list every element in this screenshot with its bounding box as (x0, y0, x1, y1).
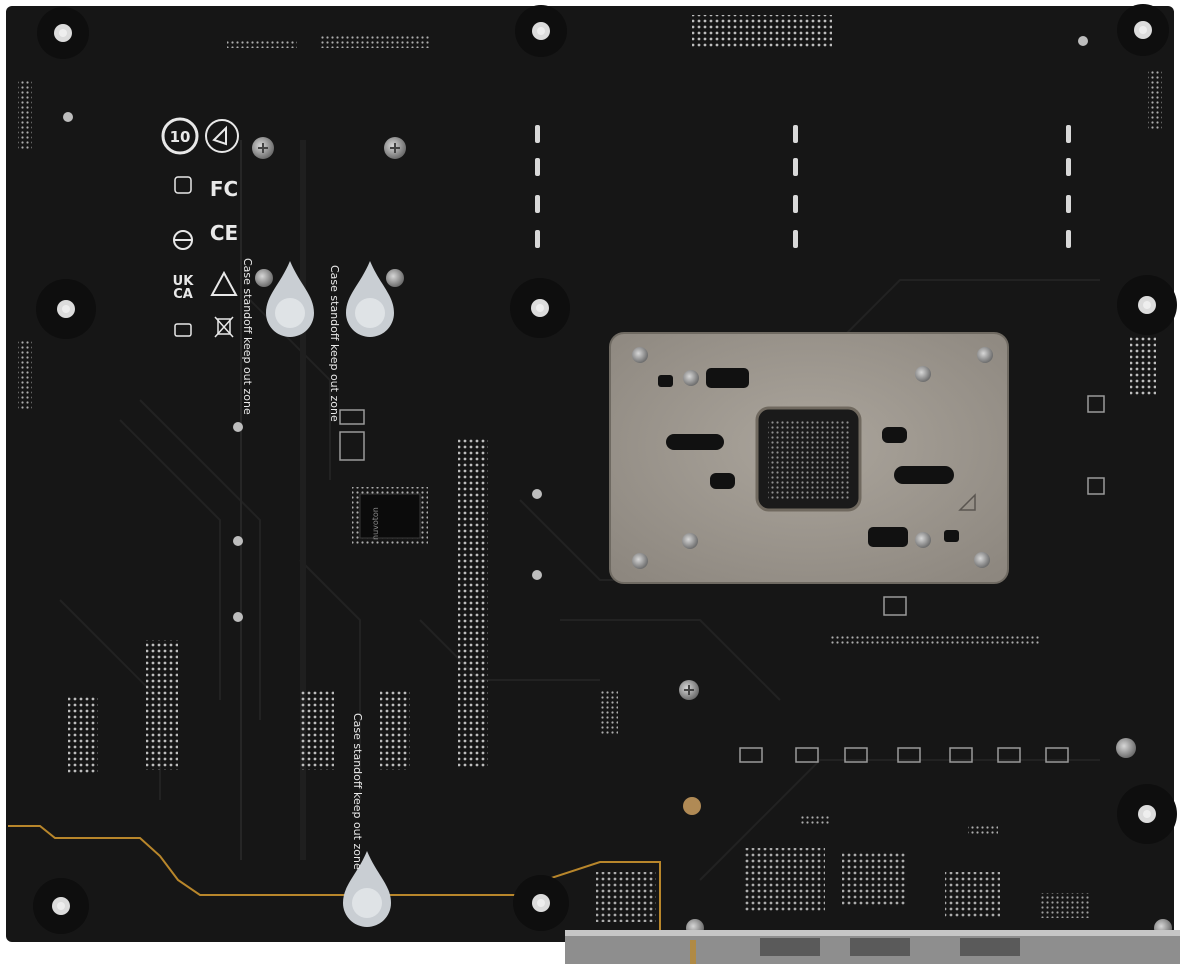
ukca-mark-icon (173, 230, 193, 250)
m2-slot-area (240, 140, 306, 860)
screw-icon (252, 137, 274, 159)
cert-ca-text: CA (173, 287, 193, 302)
screw-icon (384, 137, 406, 159)
standoff-markers (266, 261, 394, 927)
screw-icon (1116, 738, 1136, 758)
screw-icon (386, 269, 404, 287)
recycle-10-circle-icon: 10 (161, 117, 199, 155)
io-shield-edge (565, 930, 1180, 964)
ukca-conformity-icon (205, 119, 239, 153)
silkscreen-ticks (535, 125, 1071, 248)
screw-icon (679, 680, 699, 700)
screw-icon (255, 269, 273, 287)
cert-uk-text: UK (173, 274, 195, 289)
mounting-holes (33, 4, 1177, 934)
teardrop-marker-icon (346, 261, 394, 337)
kc-mark-icon (174, 176, 192, 194)
keepout-label-bottom: Case standoff keep out zone (351, 713, 364, 870)
chip-marking-text: nuvoton (371, 507, 380, 540)
pcb-board (6, 6, 1174, 942)
crossed-bin-icon (214, 316, 234, 338)
cert-number-text: 10 (170, 128, 191, 146)
small-vias (63, 36, 1088, 622)
rcm-triangle-icon (210, 270, 238, 296)
vcci-mark-icon (174, 323, 192, 337)
pin-fields (18, 15, 1162, 775)
keepout-label-right: Case standoff keep out zone (328, 265, 341, 422)
rear-io-footprints (596, 816, 1090, 922)
cpu-backplate (609, 332, 1009, 584)
teardrop-marker-icon (266, 261, 314, 337)
cert-fc-text: FC (210, 177, 238, 201)
teardrop-marker-icon (343, 851, 391, 927)
vrm-components (339, 395, 1105, 763)
super-io-chip: nuvoton (352, 487, 428, 545)
screw-icon (683, 797, 701, 815)
keepout-label-left: Case standoff keep out zone (241, 258, 254, 415)
copper-outline-trace (8, 825, 661, 936)
cert-ce-text: CE (210, 221, 238, 245)
certification-marks: 10 FC CE UK CA (161, 117, 239, 338)
